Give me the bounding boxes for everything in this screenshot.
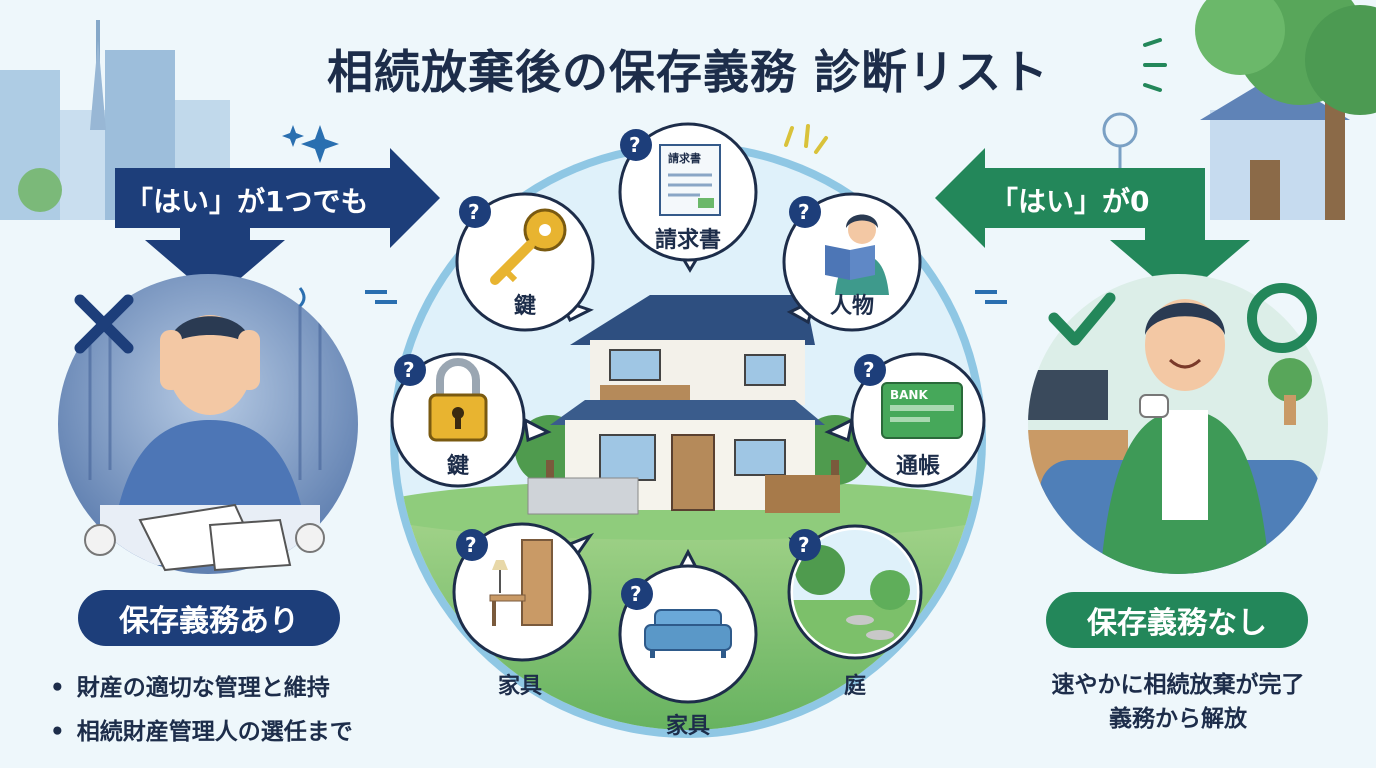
bubble-bankbook: [824, 352, 986, 488]
invoice-icon: [659, 144, 721, 216]
question-mark-4: ?: [403, 358, 415, 382]
bubble-label-invoice: 請求書: [654, 228, 721, 253]
bubble-label-garden: 庭: [843, 674, 866, 699]
question-mark-7: ?: [630, 582, 642, 606]
result-yes-points: 財産の適切な管理と維持 相続財産管理人の選任まで: [50, 668, 353, 756]
bankbook-text: BANK: [890, 388, 928, 402]
left-arrow-label: 「はい」が1つでも: [125, 185, 369, 218]
desk-cabinet-icon: [489, 539, 553, 626]
question-mark-icons: [394, 129, 886, 610]
question-mark-3: ?: [798, 200, 810, 224]
question-mark-1: ?: [468, 200, 480, 224]
question-mark-5: ?: [863, 358, 875, 382]
result-yes-badge: 保存義務あり: [78, 590, 340, 646]
bubble-padlock: [390, 352, 552, 488]
left-arrow-shape: [115, 148, 440, 300]
bubble-label-key: 鍵: [513, 294, 536, 319]
bubble-person: [782, 192, 922, 332]
result-no-line-1: 速やかに相続放棄が完了: [1051, 672, 1305, 698]
city-skyline-left: [0, 20, 230, 220]
bubble-label-sofa: 家具: [665, 714, 710, 739]
page-title: 相続放棄後の保存義務 診断リスト: [326, 45, 1049, 99]
sparkle-lines-right: [1143, 38, 1167, 92]
bubble-key: [455, 192, 595, 332]
invoice-doc-text: 請求書: [668, 152, 701, 165]
padlock-icon: [428, 358, 488, 442]
bubble-sofa: [618, 548, 758, 704]
bubble-label-bankbook: 通帳: [895, 454, 940, 479]
person-reading-icon: [825, 214, 889, 295]
key-icon: [490, 208, 567, 285]
bubble-label-desk: 家具: [497, 674, 542, 699]
excitement-lines: [784, 124, 828, 154]
cross-mark-icon: [74, 294, 134, 354]
question-mark-8: ?: [798, 533, 810, 557]
right-arrow-label: 「はい」が0: [990, 185, 1150, 218]
circle-mark-icon: [1247, 283, 1317, 353]
question-mark-2: ?: [629, 133, 641, 157]
result-no-text: 速やかに相続放棄が完了 義務から解放: [1010, 668, 1346, 736]
relaxed-person-illustration: [1028, 274, 1328, 574]
sofa-icon: [644, 609, 732, 658]
result-yes-point-1: 財産の適切な管理と維持: [50, 668, 353, 702]
bubble-desk: [452, 522, 595, 662]
check-mark-icon: [1048, 292, 1116, 346]
bubble-garden: [787, 524, 923, 660]
bubble-invoice: [618, 122, 758, 273]
result-no-line-2: 義務から解放: [1109, 706, 1247, 732]
result-yes-point-2: 相続財産管理人の選任まで: [50, 712, 353, 746]
sparkles: [282, 125, 1007, 304]
question-mark-6: ?: [465, 533, 477, 557]
right-arrow-shape: [935, 148, 1250, 300]
result-no-badge: 保存義務なし: [1046, 592, 1308, 648]
bubble-label-padlock: 鍵: [446, 454, 469, 479]
bubble-label-person: 人物: [829, 294, 874, 319]
tree-house-right: [1102, 0, 1376, 220]
bankbook-icon: [881, 382, 963, 439]
